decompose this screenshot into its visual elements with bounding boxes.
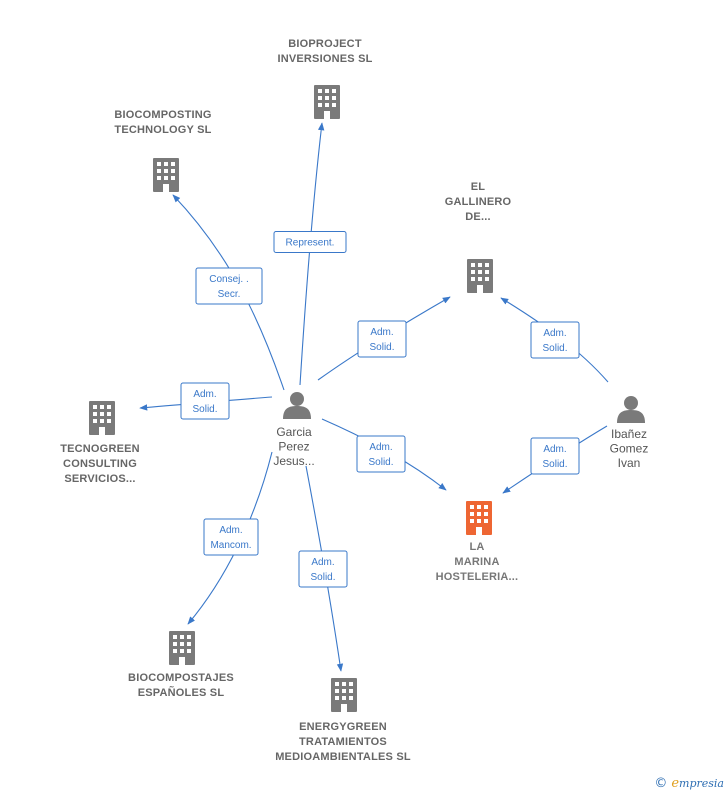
edge-label-text: Consej. .: [209, 274, 248, 285]
node-label: Ivan: [618, 456, 641, 470]
node-label: MARINA: [454, 556, 499, 568]
edge-label-text: Solid.: [192, 404, 217, 415]
person-icon[interactable]: [617, 396, 645, 423]
person-icon[interactable]: [283, 392, 311, 419]
edge-garcia-biocomposting: Consej. . Secr.: [172, 194, 285, 391]
edge-label-box[interactable]: [530, 437, 580, 475]
edge-garcia-tecnogreen: Adm. Solid.: [139, 382, 273, 420]
brand-initial: e: [671, 776, 680, 791]
building-icon[interactable]: [331, 678, 357, 712]
edge-label-text: Secr.: [218, 289, 241, 300]
node-biocomposting[interactable]: BIOCOMPOSTING TECHNOLOGY SL: [114, 109, 211, 192]
edge-label-text: Solid.: [310, 572, 335, 583]
building-icon[interactable]: [467, 259, 493, 293]
edge-label-text: Adm.: [543, 444, 566, 455]
node-label: INVERSIONES SL: [277, 53, 372, 65]
node-label: Perez: [278, 440, 309, 454]
node-label: SERVICIOS...: [64, 473, 135, 485]
edge-label-box[interactable]: [356, 435, 406, 473]
edge-label-box[interactable]: [273, 231, 347, 253]
edges-layer: Represent. Consej. . Secr. Adm. Solid. Adm. So…: [139, 122, 609, 672]
node-label: TRATAMIENTOS: [299, 736, 387, 748]
node-label: Garcia: [276, 425, 312, 439]
nodes-layer: BIOPROJECT INVERSIONES SL BIOCOMPOSTING TEC…: [60, 38, 648, 763]
node-tecnogreen[interactable]: TECNOGREEN CONSULTING SERVICIOS...: [60, 401, 140, 485]
node-label: Gomez: [610, 442, 649, 456]
edge-label-text: Adm.: [311, 557, 334, 568]
edge-label-text: Solid.: [369, 342, 394, 353]
node-label: BIOPROJECT: [288, 38, 362, 50]
edge-label-box[interactable]: [203, 518, 259, 556]
edge-label-text: Solid.: [368, 457, 393, 468]
node-lamarina[interactable]: LA MARINA HOSTELERIA...: [436, 501, 519, 583]
node-bioproject[interactable]: BIOPROJECT INVERSIONES SL: [277, 38, 372, 119]
edge-label-text: Solid.: [542, 459, 567, 470]
node-label: LA: [469, 541, 484, 553]
copyright-icon: ©: [654, 776, 668, 791]
edge-label-text: Adm.: [369, 442, 392, 453]
node-label: BIOCOMPOSTAJES: [128, 672, 234, 684]
edge-label-box[interactable]: [298, 550, 348, 588]
edge-garcia-bioproject: Represent.: [273, 122, 347, 386]
node-label: ESPAÑOLES SL: [138, 686, 225, 699]
node-label: TECNOGREEN: [60, 443, 140, 455]
brand-logo[interactable]: empresia: [671, 776, 724, 791]
edge-garcia-gallinero: Adm. Solid.: [317, 296, 451, 381]
node-label: GALLINERO: [445, 196, 512, 208]
edge-label-text: Adm.: [219, 525, 242, 536]
edge-garcia-biocompostajes: Adm. Mancom.: [187, 451, 273, 625]
edge-ibanez-lamarina: Adm. Solid.: [502, 425, 608, 494]
node-label: CONSULTING: [63, 458, 137, 470]
edge-garcia-lamarina: Adm. Solid.: [321, 418, 447, 491]
node-label: Ibañez: [611, 427, 647, 441]
node-label: HOSTELERIA...: [436, 571, 519, 583]
edge-ibanez-gallinero: Adm. Solid.: [500, 297, 609, 383]
footer-brand: © empresia: [654, 776, 724, 791]
edge-label-box[interactable]: [180, 382, 230, 420]
node-label: BIOCOMPOSTING: [114, 109, 211, 121]
edge-label-text: Adm.: [543, 328, 566, 339]
edge-label-text: Mancom.: [210, 540, 251, 551]
edge-label-text: Adm.: [193, 389, 216, 400]
building-icon[interactable]: [466, 501, 492, 535]
node-garcia[interactable]: GarciaPerezJesus...: [273, 392, 315, 468]
node-label: DE...: [465, 211, 490, 223]
node-label: TECHNOLOGY SL: [114, 124, 211, 136]
node-label: ENERGYGREEN: [299, 721, 387, 733]
building-icon[interactable]: [169, 631, 195, 665]
edge-garcia-energygreen: Adm. Solid.: [298, 465, 348, 672]
edge-label-box[interactable]: [195, 267, 263, 305]
node-biocompostajes[interactable]: BIOCOMPOSTAJES ESPAÑOLES SL: [128, 631, 234, 699]
building-icon[interactable]: [153, 158, 179, 192]
brand-name: mpresia: [679, 777, 724, 790]
node-label: MEDIOAMBIENTALES SL: [275, 751, 411, 763]
node-energygreen[interactable]: ENERGYGREEN TRATAMIENTOS MEDIOAMBIENTALES …: [275, 678, 411, 763]
edge-label-box[interactable]: [357, 320, 407, 358]
edge-label-text: Adm.: [370, 327, 393, 338]
edge-label-box[interactable]: [530, 321, 580, 359]
building-icon[interactable]: [89, 401, 115, 435]
building-icon[interactable]: [314, 85, 340, 119]
edge-line: [299, 122, 325, 386]
node-label: Jesus...: [273, 454, 314, 468]
edge-label-text: Represent.: [286, 238, 335, 249]
edge-label-text: Solid.: [542, 343, 567, 354]
node-label: EL: [471, 181, 486, 193]
node-gallinero[interactable]: EL GALLINERO DE...: [445, 181, 512, 293]
